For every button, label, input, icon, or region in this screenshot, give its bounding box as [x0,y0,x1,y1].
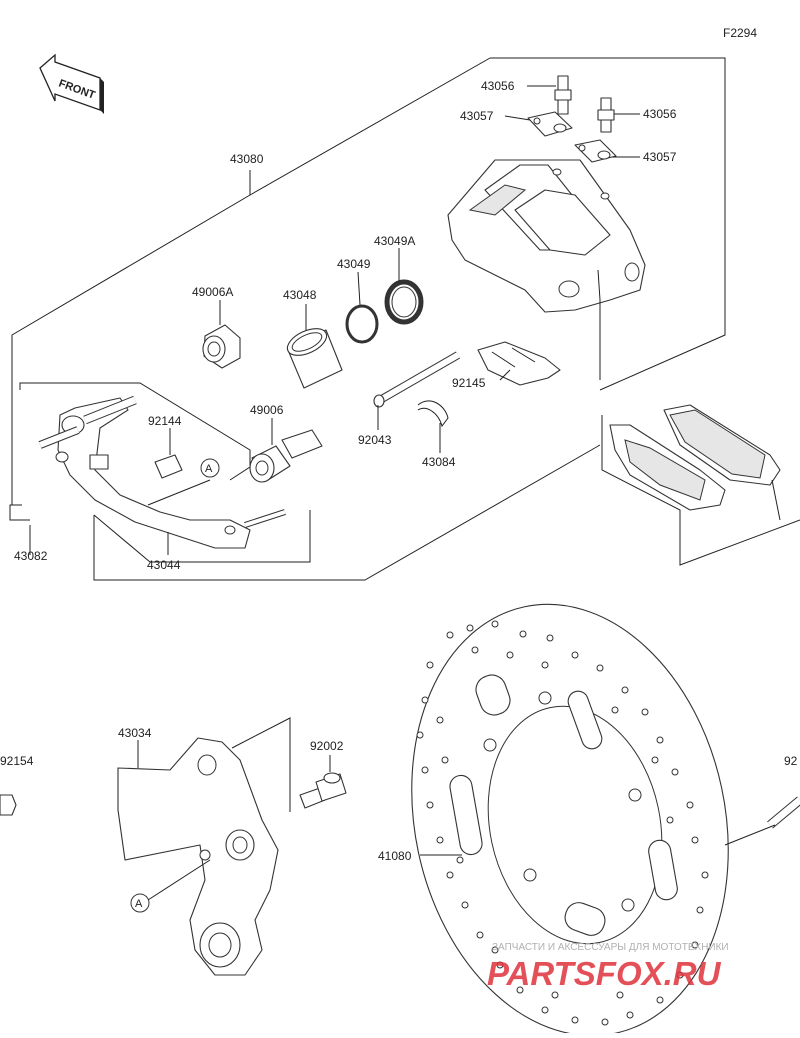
leader-disc-bolt [724,824,776,846]
label-49006: 49006 [250,403,284,417]
label-43056-a: 43056 [481,79,515,93]
brake-disc-41080 [411,603,729,1037]
label-43049a: 43049A [374,234,415,248]
caliper-bracket-43082-frame [9,382,311,563]
ref-line-a-upper [147,479,211,506]
label-43057-a: 43057 [460,109,494,123]
label-43056-b: 43056 [643,107,677,121]
label-92043: 92043 [358,433,392,447]
clip-43084 [417,400,449,428]
label-43049: 43049 [337,257,371,271]
caliper-body [447,159,646,380]
ref-marker-a-lower: A [130,893,150,913]
label-92-cut: 92 [784,754,798,768]
label-92002: 92002 [310,739,344,753]
leader-lines [137,85,640,772]
mounting-bracket-43034 [117,737,279,976]
pad-frame-line [601,415,800,566]
seal-43049 [345,304,379,344]
bracket-frame-line [231,717,291,812]
part-labels: 43056 43057 43056 43057 43080 43049A 430… [0,79,798,863]
seal-43049a [384,279,424,325]
ref-line-a-lower [147,859,211,901]
boot-49006a [202,324,241,369]
label-43034: 43034 [118,726,152,740]
bolt-92002 [299,772,347,809]
label-43080: 43080 [230,152,264,166]
disc-bolt-right [767,796,800,829]
label-43044: 43044 [147,558,181,572]
figure-code: F2294 [723,26,757,40]
boot-49006 [249,429,323,483]
label-92144: 92144 [148,414,182,428]
bleed-valve-43056-right [597,97,615,133]
cap-43057-right [574,139,617,163]
bolt-92154 [0,794,17,816]
watermark-brand: PARTSFOX.RU [487,955,722,992]
assembly-frame-43080 [11,57,726,581]
label-43057-b: 43057 [643,150,677,164]
ref-marker-a-upper: A [200,458,220,478]
label-41080: 41080 [378,849,412,863]
label-43048: 43048 [283,288,317,302]
watermark-tagline: ЗАПЧАСТИ И АКСЕССУАРЫ ДЛЯ МОТОТЕХНИКИ [492,942,729,953]
pad-spring-92145 [477,341,561,386]
label-92145: 92145 [452,376,486,390]
label-92154: 92154 [0,754,34,768]
watermark: ЗАПЧАСТИ И АКСЕССУАРЫ ДЛЯ МОТОТЕХНИКИ PA… [487,942,729,992]
label-43084: 43084 [422,455,456,469]
brake-pads [609,404,781,521]
front-arrow-icon: FRONT [39,53,104,114]
bleed-valve-43056-left [554,75,572,115]
pin-92043 [373,351,460,408]
label-49006a: 49006A [192,285,233,299]
pad-retainer-92144 [154,454,183,479]
caliper-bracket [38,395,286,549]
svg-text:A: A [205,463,213,475]
label-43082: 43082 [14,549,48,563]
piston-43048 [286,328,343,389]
cap-43057-left [527,111,573,137]
svg-text:A: A [135,898,143,910]
